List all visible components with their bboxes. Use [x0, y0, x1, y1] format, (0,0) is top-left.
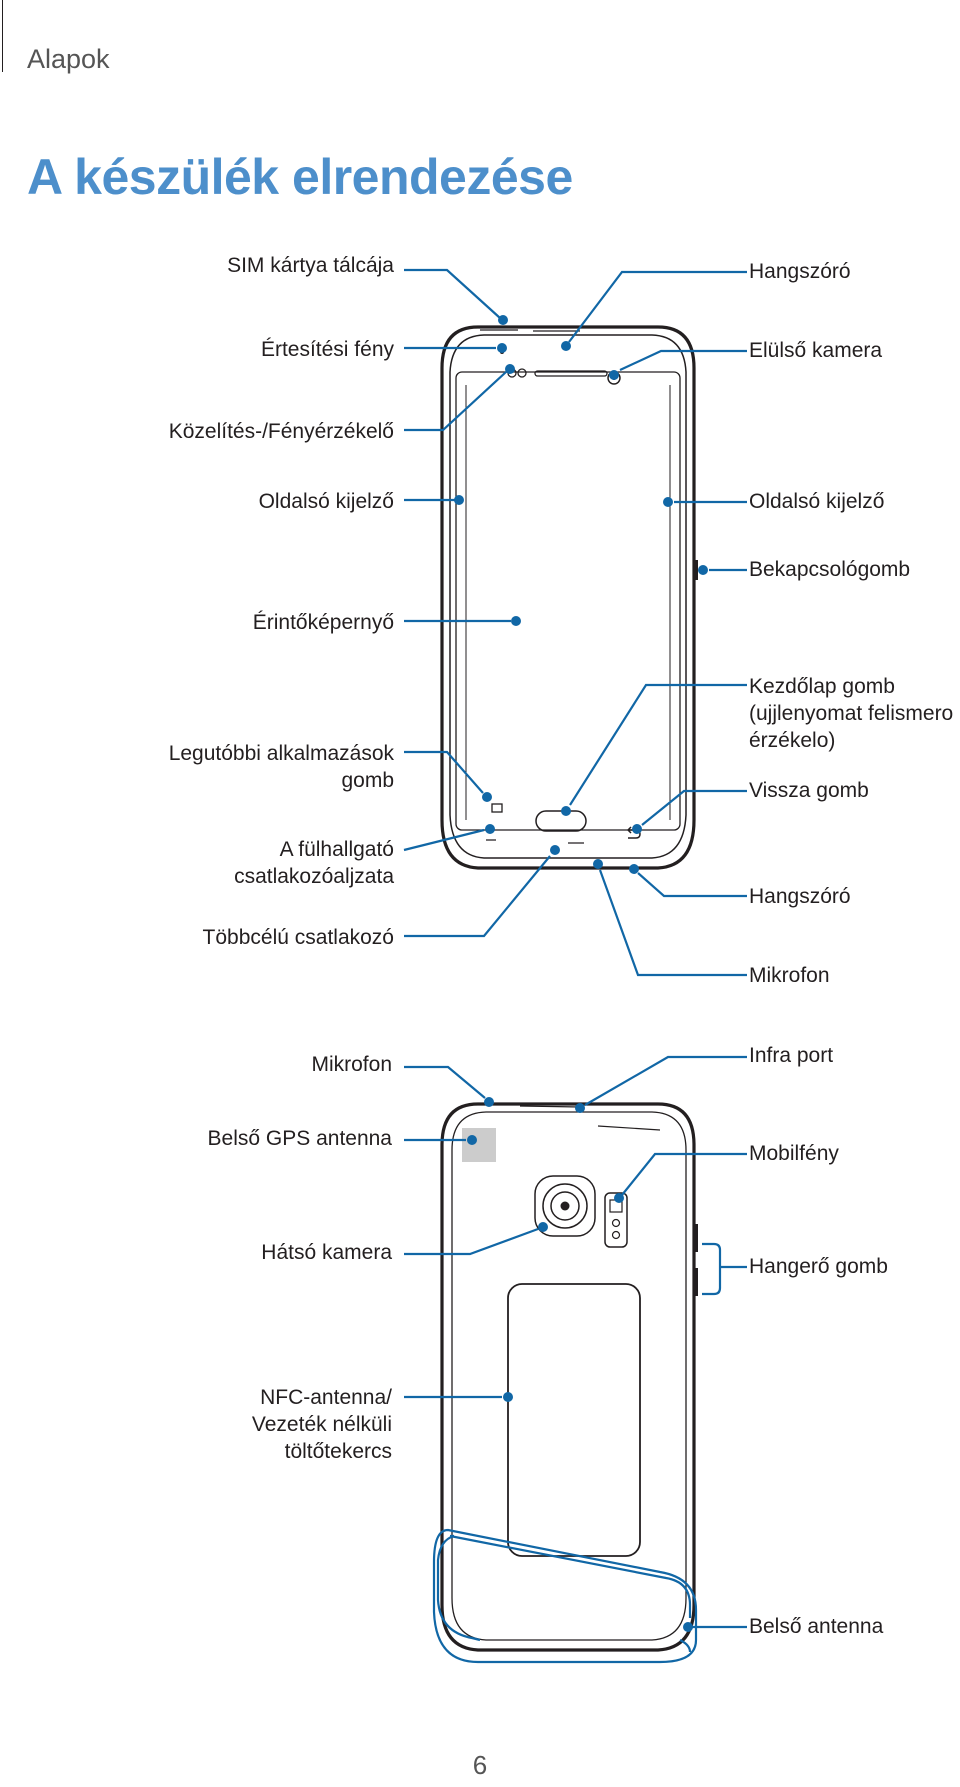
front-phone-illustration — [440, 325, 698, 870]
label-recents-line2: gomb — [341, 769, 394, 792]
label-microphone-top: Mikrofon — [311, 1053, 392, 1076]
label-proximity-sensor: Közelítés-/Fényérzékelő — [168, 420, 394, 443]
page-title: A készülék elrendezése — [27, 149, 573, 205]
label-headset-line1: A fülhallgató — [279, 838, 394, 861]
label-recents-line1: Legutóbbi alkalmazások — [168, 742, 394, 765]
label-home-line1: Kezdőlap gomb — [749, 675, 895, 698]
label-multipurpose-jack: Többcélú csatlakozó — [202, 926, 394, 949]
label-nfc-line3: töltőtekercs — [284, 1440, 392, 1463]
page-number: 6 — [472, 1750, 488, 1780]
label-ir-port: Infra port — [749, 1044, 834, 1067]
label-side-display-right: Oldalsó kijelző — [749, 490, 885, 513]
label-front-camera: Elülső kamera — [749, 339, 883, 362]
section-header: Alapok — [27, 44, 110, 74]
label-nfc-line1: NFC-antenna/ — [260, 1386, 392, 1409]
label-home-line3: érzékelo) — [749, 729, 836, 752]
label-side-display-left: Oldalsó kijelző — [258, 490, 394, 513]
front-leader-lines — [403, 268, 747, 977]
label-touchscreen: Érintőképernyő — [252, 611, 394, 634]
label-headset-line2: csatlakozóaljzata — [234, 865, 394, 888]
label-microphone-bottom: Mikrofon — [749, 964, 830, 987]
label-notification-light: Értesítési fény — [260, 338, 394, 361]
label-main-antenna: Belső antenna — [749, 1615, 884, 1638]
label-flash: Mobilfény — [749, 1142, 839, 1165]
side-rule — [2, 0, 3, 72]
label-headset-jack: A fülhallgató csatlakozóaljzata — [234, 836, 394, 890]
label-home-key: Kezdőlap gomb (ujjlenyomat felismero érz… — [749, 673, 953, 754]
label-gps-antenna: Belső GPS antenna — [207, 1127, 392, 1150]
label-power-key: Bekapcsológomb — [749, 558, 911, 581]
label-speaker-top: Hangszóró — [749, 260, 851, 283]
label-speaker-bottom: Hangszóró — [749, 885, 851, 908]
back-leader-lines — [404, 1055, 747, 1664]
label-recents-key: Legutóbbi alkalmazások gomb — [169, 740, 394, 794]
label-nfc-antenna: NFC-antenna/ Vezeték nélküli töltőtekerc… — [252, 1384, 392, 1465]
label-sim-tray: SIM kártya tálcája — [227, 254, 394, 277]
label-nfc-line2: Vezeték nélküli — [251, 1413, 392, 1436]
label-home-line2: (ujjlenyomat felismero — [749, 702, 954, 725]
label-rear-camera: Hátsó kamera — [261, 1241, 392, 1264]
label-back-key: Vissza gomb — [749, 779, 869, 802]
label-volume-key: Hangerő gomb — [749, 1255, 888, 1278]
back-phone-illustration — [440, 1102, 698, 1652]
